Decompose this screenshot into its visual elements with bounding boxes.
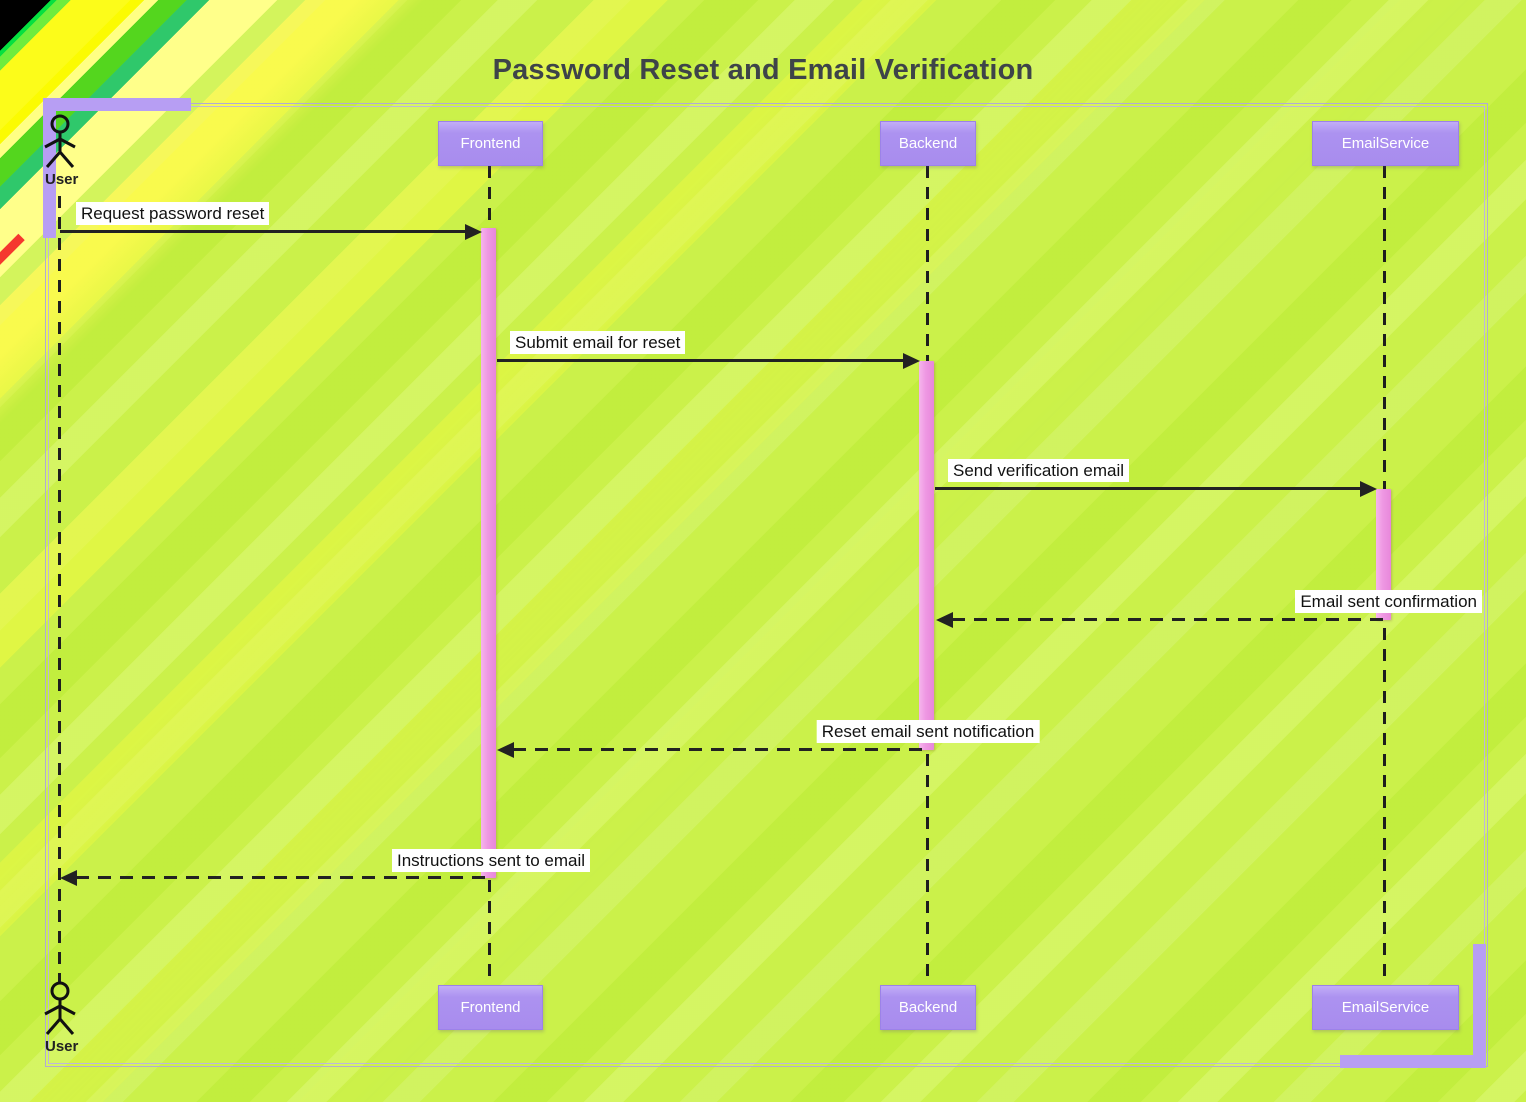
message-line-submit-email-for-reset [497,359,904,362]
participant-emailservice-top: EmailService [1312,121,1459,166]
lifeline-user [58,196,61,983]
participant-backend-top: Backend [880,121,976,166]
participant-label: Backend [898,135,958,152]
frame-accent-bottom-right-vertical [1473,944,1486,1068]
message-line-reset-email-sent-notification [513,748,927,751]
arrowhead-icon [936,612,953,628]
message-label: Submit email for reset [510,331,686,354]
participant-label: EmailService [1341,999,1430,1016]
user-actor-icon [44,114,76,168]
diagram-frame [45,103,1488,1067]
arrowhead-icon [60,870,77,886]
user-actor-icon [44,981,76,1035]
message-label: Instructions sent to email [391,849,591,872]
arrowhead-icon [465,224,482,240]
participant-label: EmailService [1341,135,1430,152]
participant-label: Frontend [460,999,521,1016]
message-line-instructions-sent-to-email [76,876,489,879]
arrowhead-icon [903,353,920,369]
arrowhead-icon [1360,481,1377,497]
activation-backend [919,361,934,750]
message-line-request-password-reset [60,230,466,233]
frame-accent-top-left-horizontal [43,98,191,111]
participant-label: Backend [898,999,958,1016]
arrowhead-icon [497,742,514,758]
message-label: Send verification email [948,459,1130,482]
message-label: Request password reset [76,202,270,225]
frame-accent-top-left-vertical [43,98,56,238]
frame-accent-bottom-right-horizontal [1340,1055,1486,1068]
message-label: Email sent confirmation [1295,590,1482,613]
actor-label-top: User [45,171,79,188]
diagram-title: Password Reset and Email Verification [492,54,1034,86]
participant-label: Frontend [460,135,521,152]
message-line-send-verification-email [935,487,1361,490]
participant-frontend-bottom: Frontend [438,985,543,1030]
message-line-email-sent-confirmation [952,618,1384,621]
message-label: Reset email sent notification [816,720,1040,743]
activation-emailservice [1376,489,1391,620]
participant-backend-bottom: Backend [880,985,976,1030]
participant-emailservice-bottom: EmailService [1312,985,1459,1030]
activation-frontend [481,228,496,878]
actor-label-bottom: User [45,1038,79,1055]
participant-frontend-top: Frontend [438,121,543,166]
